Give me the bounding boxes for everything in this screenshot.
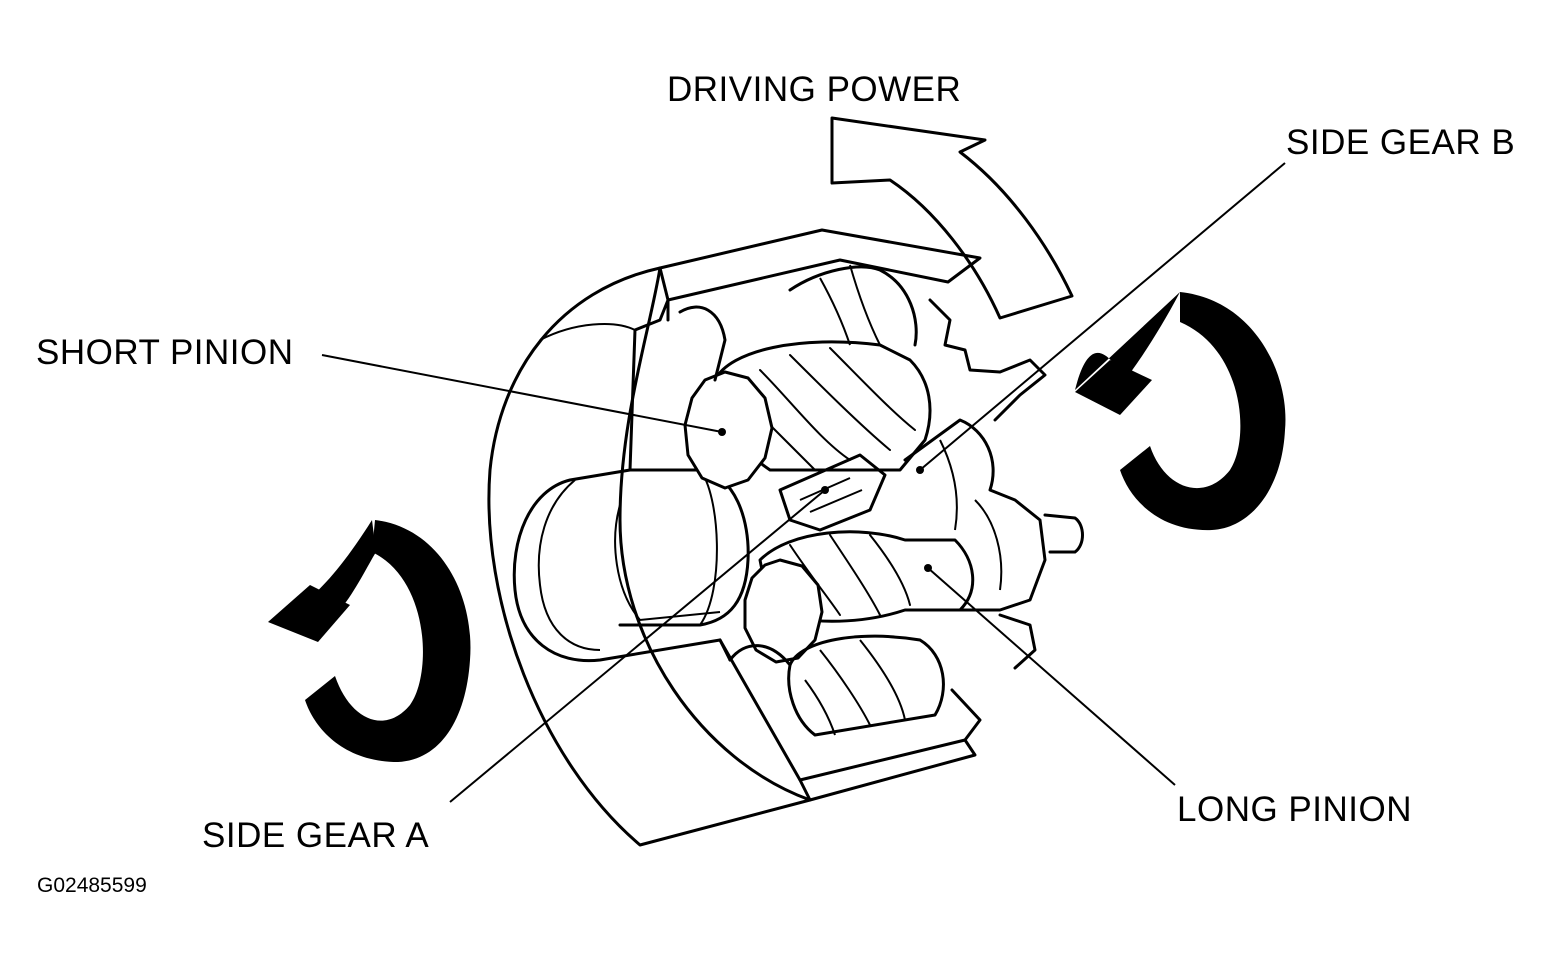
leader-long-pinion: [927, 567, 1176, 786]
label-side-gear-a: SIDE GEAR A: [202, 816, 430, 855]
label-short-pinion: SHORT PINION: [36, 333, 294, 372]
label-long-pinion: LONG PINION: [1177, 790, 1412, 829]
short-pinion-gear: [683, 370, 774, 490]
differential-housing: [487, 266, 812, 847]
driving-power-arrow: [830, 116, 1074, 320]
leader-side-gear-a: [449, 489, 826, 803]
figure-code: G02485599: [37, 874, 147, 897]
leader-side-gear-b: [919, 162, 1286, 471]
rotation-arrow-right: [1075, 292, 1286, 531]
rotation-arrow-left: [268, 520, 471, 762]
leader-short-pinion: [321, 354, 723, 433]
label-driving-power: DRIVING POWER: [667, 70, 962, 109]
label-side-gear-b: SIDE GEAR B: [1286, 123, 1516, 162]
